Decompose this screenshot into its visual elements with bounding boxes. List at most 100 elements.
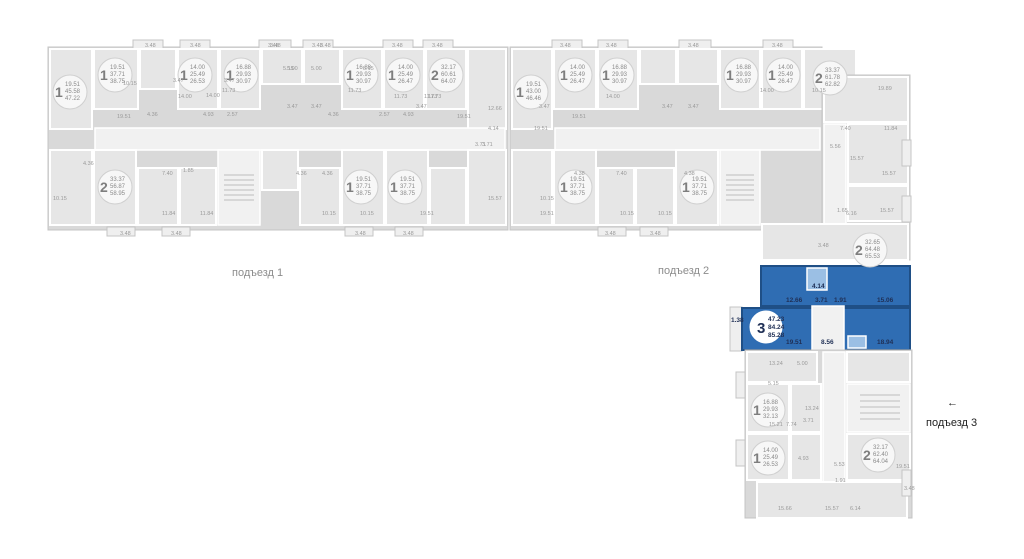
apartment-area: 29.93 [236, 72, 252, 78]
apartment-area: 30.97 [612, 79, 628, 85]
apartment-badge-circle [852, 232, 888, 268]
room-area-label: 4.36 [83, 161, 94, 167]
apartment-area: 32.17 [873, 445, 889, 451]
room-area-label: 11.84 [200, 211, 213, 217]
apartment-area: 32.17 [441, 65, 457, 71]
room-area-label: 6.16 [846, 211, 857, 217]
room-area-label: 19.51 [420, 211, 434, 217]
room-area-label: 3.48 [120, 231, 131, 237]
apartment-badge-circle [385, 57, 421, 93]
apartment-area: 16.88 [236, 65, 252, 71]
apartment-rooms: 1 [55, 84, 63, 100]
apartment-rooms: 1 [180, 67, 188, 83]
room-area-label: 13.24 [805, 406, 819, 412]
selected-apartment[interactable] [729, 265, 911, 352]
apartment-area: 64.07 [441, 79, 457, 85]
apartment-rooms: 2 [855, 242, 863, 258]
room-area-label: 4.36 [147, 112, 158, 118]
room-area-label: 3.48 [268, 43, 279, 49]
room-area-label: 3.48 [650, 231, 661, 237]
room-area-label: 3.48 [190, 43, 201, 49]
room-area-label: 15.66 [778, 506, 792, 512]
room-area-label: 10.15 [123, 81, 137, 87]
room-area-label: 3.47 [287, 104, 298, 110]
room-area-label: 12.66 [488, 106, 502, 112]
room-area-label: 3.48 [171, 231, 182, 237]
apartment-area: 33.37 [110, 177, 126, 183]
room-area-label: 3.47 [662, 104, 673, 110]
room-area-label: 4.93 [403, 112, 414, 118]
room-area-label: 5.15 [768, 381, 779, 387]
apartment-badge-circle [428, 57, 464, 93]
apartment-rooms: 1 [100, 67, 108, 83]
apartment-area: 29.93 [763, 407, 779, 413]
room-area-label: 10.15 [658, 211, 672, 217]
selected-balcony-area: 1.38 [731, 317, 744, 324]
room-area-label: 3.48 [772, 43, 783, 49]
room-area-label: 3.48 [392, 43, 403, 49]
apartment-area: 25.49 [570, 72, 586, 78]
room-area-label: 3.48 [312, 43, 323, 49]
apartment-area: 38.75 [570, 191, 586, 197]
room-area-label: 15.57 [850, 156, 864, 162]
apartment-area: 38.75 [110, 79, 126, 85]
apartment-area: 26.47 [778, 79, 794, 85]
apartment-area: 26.53 [763, 462, 779, 468]
room-area-label: 4.36 [296, 171, 307, 177]
room-area-label: 7.40 [162, 171, 173, 177]
apartment-area: 30.97 [236, 79, 252, 85]
room-area-label: 11.73 [348, 88, 361, 94]
selected-room-area: 1.91 [834, 297, 847, 304]
room-area-label: 3.48 [605, 231, 616, 237]
apartment-badge-circle [750, 440, 786, 476]
room-area-label: 4.38 [684, 171, 695, 177]
room-area-label: 7.40 [616, 171, 627, 177]
apartment-area: 26.47 [398, 79, 414, 85]
room-area-label: 3.48 [904, 486, 915, 492]
apartment-area: 60.61 [441, 72, 457, 78]
room-area-label: 11.73 [424, 94, 437, 100]
apartment-rooms: 1 [388, 67, 396, 83]
room-area-label: 4.36 [322, 171, 333, 177]
apartment-area: 14.00 [778, 65, 794, 71]
apartment-rooms: 1 [753, 402, 761, 418]
selected-area-full: 85.28 [768, 332, 785, 339]
room-area-label: 15.57 [882, 171, 896, 177]
room-area-label: 5.00 [287, 66, 298, 72]
room-area-label: 15.21 [769, 422, 783, 428]
room-area-label: 3.47 [173, 78, 184, 84]
apartment-rooms: 2 [815, 70, 823, 86]
room-area-label: 4.36 [328, 112, 339, 118]
apartment-area: 38.75 [400, 191, 416, 197]
room-area-label: 3.48 [688, 43, 699, 49]
apartment-area: 16.88 [736, 65, 752, 71]
room-area-label: 11.73 [222, 88, 235, 94]
room-area-label: 3.48 [560, 43, 571, 49]
apartment-area: 14.00 [398, 65, 414, 71]
room-area-label: 19.51 [117, 114, 131, 120]
apartment-badge-circle [97, 57, 133, 93]
